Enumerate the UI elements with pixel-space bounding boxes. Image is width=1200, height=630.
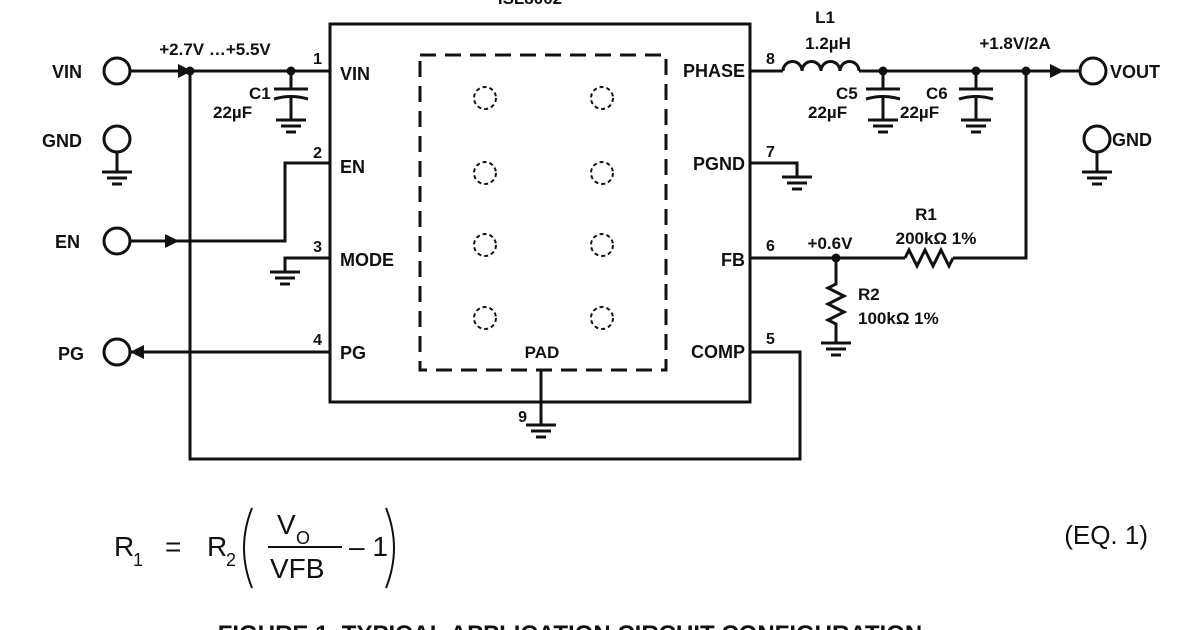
vout-terminal (1078, 56, 1108, 86)
capacitor-c1 (273, 71, 309, 134)
c5-ref: C5 (836, 84, 858, 103)
r1-ref: R1 (915, 205, 937, 224)
via (590, 233, 614, 257)
pin-name-vin: VIN (340, 64, 370, 84)
pin-name-pg: PG (340, 343, 366, 363)
via (473, 86, 497, 110)
capacitor-c5 (865, 71, 901, 134)
via (590, 161, 614, 185)
resistor-r2 (824, 258, 848, 343)
en-arrow (165, 234, 179, 248)
vout-terminal-label: VOUT (1110, 62, 1160, 82)
gnd-right-terminal (1082, 124, 1112, 154)
vin-terminal (102, 56, 132, 86)
r1-vout-wire (953, 71, 1028, 260)
pin-num-2: 2 (313, 145, 322, 162)
fb-voltage-label: +0.6V (808, 234, 854, 253)
c6-value: 22µF (900, 103, 939, 122)
eq-lhs-sub: 1 (133, 550, 143, 570)
gnd-right-terminal-label: GND (1112, 130, 1152, 150)
eq-denominator: VFB (270, 553, 324, 584)
c6-ref: C6 (926, 84, 948, 103)
via (473, 161, 497, 185)
eq-numerator: V (277, 509, 296, 540)
pin-num-6: 6 (766, 238, 775, 255)
c1-value: 22µF (213, 103, 252, 122)
vout-net-label: +1.8V/2A (979, 34, 1050, 53)
eq-equals: = (165, 531, 181, 562)
pgnd-ground-symbol (782, 175, 812, 191)
ic-name: ISL8002 (498, 0, 562, 8)
via (473, 306, 497, 330)
en-wire (130, 161, 330, 243)
pin-name-mode: MODE (340, 250, 394, 270)
en-terminal (102, 226, 132, 256)
figure-caption: FIGURE 1. TYPICAL APPLICATION CIRCUIT CO… (218, 621, 922, 630)
pin-name-pgnd: PGND (693, 154, 745, 174)
pin-name-fb: FB (721, 250, 745, 270)
pin-num-9: 9 (518, 409, 527, 426)
thermal-vias (473, 86, 614, 330)
pad-ground-symbol (526, 423, 556, 439)
gnd-left-terminal (102, 124, 132, 154)
vin-range-label: +2.7V …+5.5V (159, 40, 271, 59)
mode-ground-symbol (270, 270, 300, 286)
ground-symbol-right (1082, 152, 1112, 186)
gnd-left-terminal-label: GND (42, 131, 82, 151)
pin-num-1: 1 (313, 51, 322, 68)
r1-value: 200kΩ 1% (896, 229, 977, 248)
pin-num-3: 3 (313, 239, 322, 256)
pin-num-7: 7 (766, 144, 775, 161)
pg-arrow (130, 345, 144, 359)
pin-name-phase: PHASE (683, 61, 745, 81)
c1-ref: C1 (249, 84, 271, 103)
pin-name-en: EN (340, 157, 365, 177)
r2-value: 100kΩ 1% (858, 309, 939, 328)
capacitor-c6 (958, 71, 994, 134)
pin-num-4: 4 (313, 332, 322, 349)
pin-num-8: 8 (766, 51, 775, 68)
pin-name-comp: COMP (691, 342, 745, 362)
c5-value: 22µF (808, 103, 847, 122)
pgnd-wire (750, 161, 799, 177)
eq-tag: (EQ. 1) (1064, 520, 1148, 550)
inductor-l1 (781, 60, 861, 72)
vin-terminal-label: VIN (52, 62, 82, 82)
via (590, 86, 614, 110)
r2-ref: R2 (858, 285, 880, 304)
ground-symbol (102, 152, 132, 186)
vin-arrow (178, 64, 192, 78)
eq-r2-sub: 2 (226, 550, 236, 570)
resistor-r1 (903, 246, 955, 270)
pg-terminal (102, 337, 132, 367)
mode-wire (283, 256, 330, 272)
eq-left-paren (243, 507, 253, 589)
eq-minus-one: – 1 (349, 531, 388, 562)
eq-numerator-sub: O (296, 528, 310, 548)
eq-right-paren (385, 507, 395, 589)
pg-terminal-label: PG (58, 344, 84, 364)
vout-arrow (1050, 64, 1064, 78)
r2-ground-symbol (821, 341, 851, 357)
pin-num-5: 5 (766, 331, 775, 348)
comp-vin-wire (188, 71, 802, 461)
l1-ref: L1 (815, 8, 835, 27)
eq-lhs: R (114, 531, 134, 562)
equation-1: R 1 = R 2 V O VFB – 1 (EQ. 1) (114, 507, 1148, 589)
eq-r2: R (207, 531, 227, 562)
en-terminal-label: EN (55, 232, 80, 252)
thermal-pad (418, 53, 668, 372)
l1-value: 1.2µH (805, 34, 851, 53)
via (590, 306, 614, 330)
pad-label: PAD (525, 343, 560, 362)
via (473, 233, 497, 257)
